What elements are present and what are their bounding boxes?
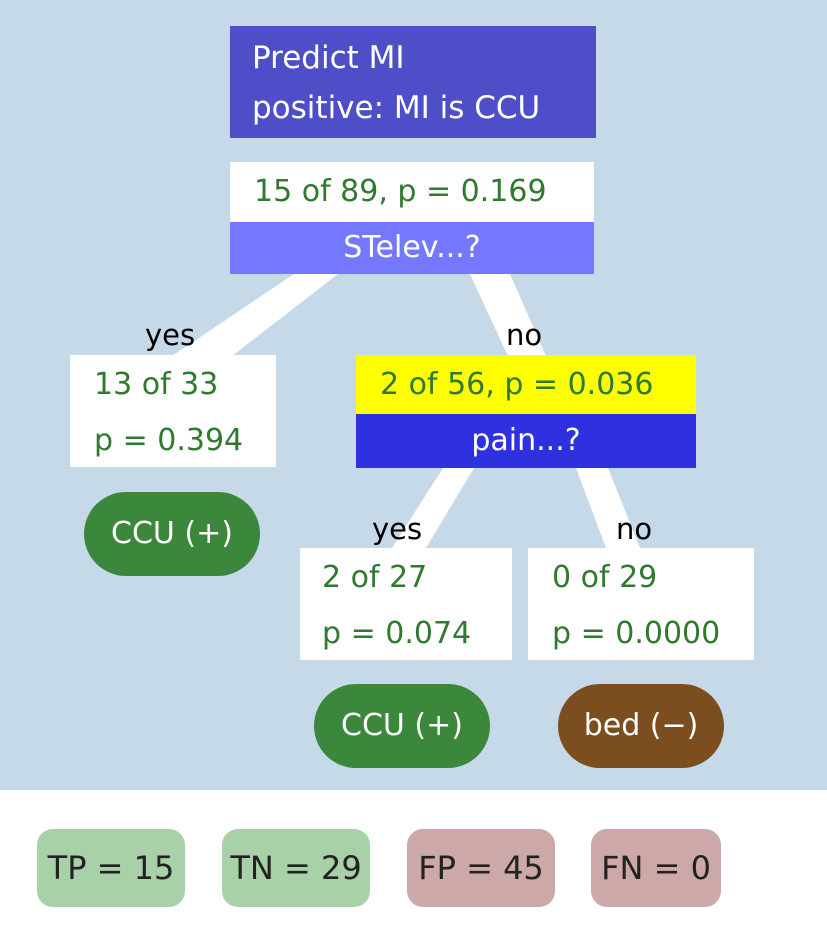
root-count-text: 15 of 89, p = 0.169 <box>254 174 547 209</box>
edge-pain-no <box>576 468 640 548</box>
metric-fp-label: FP = 45 <box>418 849 544 887</box>
metric-tp-label: TP = 15 <box>47 849 175 887</box>
leaf-pain-no-bed: bed (−) <box>558 684 724 768</box>
edge-label-root-no: no <box>506 318 543 352</box>
node-pain-no-count: 0 of 29 <box>552 560 658 595</box>
title-line-1: Predict MI <box>252 40 405 76</box>
leaf-left-ccu: CCU (+) <box>84 492 260 576</box>
metric-tn-label: TN = 29 <box>230 849 362 887</box>
node-pain-split-question: pain...? <box>356 414 696 468</box>
metric-fn-label: FN = 0 <box>601 849 711 887</box>
metric-fn: FN = 0 <box>591 829 721 907</box>
edge-label-root-yes: yes <box>145 318 196 352</box>
metric-fp: FP = 45 <box>407 829 555 907</box>
metric-tn: TN = 29 <box>222 829 370 907</box>
leaf-left-label: CCU (+) <box>111 516 233 551</box>
root-split-text: STelev...? <box>343 230 481 265</box>
node-pain-yes-count: 2 of 27 <box>322 560 428 595</box>
tree-title: Predict MI positive: MI is CCU <box>230 26 596 138</box>
node-left-p: p = 0.394 <box>94 423 244 458</box>
tree-edges <box>172 274 640 548</box>
edge-label-pain-no: no <box>616 512 653 546</box>
metric-tp: TP = 15 <box>37 829 185 907</box>
node-pain-yes-p: p = 0.074 <box>322 616 472 651</box>
title-line-2: positive: MI is CCU <box>252 90 541 126</box>
node-pain-yes: 2 of 27 p = 0.074 <box>300 548 512 660</box>
edge-root-no <box>470 274 546 356</box>
node-pain-split-text: pain...? <box>471 423 581 458</box>
root-split-question: STelev...? <box>230 222 594 274</box>
leaf-pain-yes-ccu: CCU (+) <box>314 684 490 768</box>
root-node-count: 15 of 89, p = 0.169 <box>230 162 594 222</box>
node-pain-no: 0 of 29 p = 0.0000 <box>528 548 754 660</box>
node-left-count: 13 of 33 <box>94 367 219 402</box>
edge-root-yes <box>172 274 338 356</box>
node-pain-count: 2 of 56, p = 0.036 <box>356 355 696 414</box>
edge-label-pain-yes: yes <box>372 512 423 546</box>
node-pain-count-text: 2 of 56, p = 0.036 <box>380 367 654 402</box>
leaf-pain-yes-label: CCU (+) <box>341 708 463 743</box>
leaf-pain-no-label: bed (−) <box>583 708 699 743</box>
node-left: 13 of 33 p = 0.394 <box>70 355 276 467</box>
edge-pain-yes <box>392 468 474 548</box>
node-pain-no-p: p = 0.0000 <box>552 616 721 651</box>
